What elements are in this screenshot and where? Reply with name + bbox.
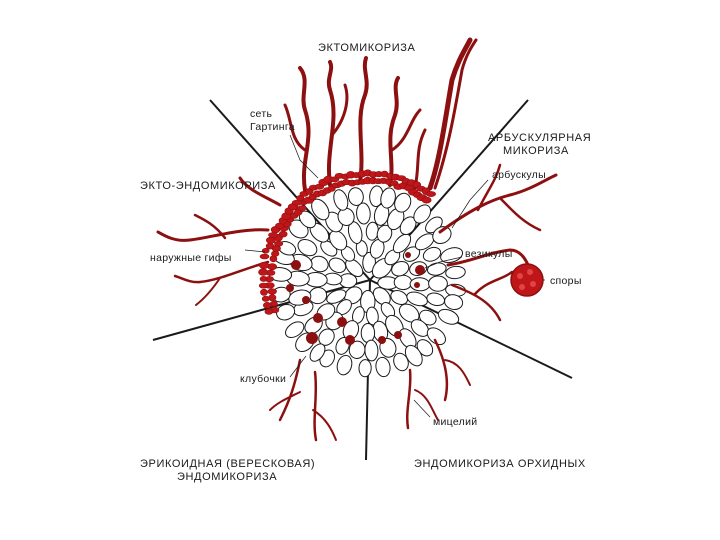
label-vesicles: везикулы	[465, 248, 513, 260]
intracellular-coil	[291, 260, 301, 270]
caption-arbuscular-1: АРБУСКУЛЯРНАЯ	[488, 132, 591, 144]
root-cell	[394, 275, 412, 290]
mantle-cell	[268, 289, 277, 295]
intracellular-coil	[415, 265, 425, 275]
root-cell	[428, 276, 447, 292]
intracellular-coil	[286, 284, 294, 292]
mantle-cell	[426, 191, 436, 196]
caption-ecto: ЭКТОМИКОРИЗА	[318, 42, 415, 54]
mantle-cell	[260, 254, 269, 259]
mantle-cell	[259, 269, 268, 276]
label-arbuscules: арбускулы	[492, 169, 546, 181]
mantle-cell	[422, 197, 431, 203]
mantle-cell	[266, 237, 275, 243]
caption-ericoid-2: ЭНДОМИКОРИЗА	[177, 471, 277, 483]
root-cell	[356, 203, 371, 225]
root-cell	[374, 356, 391, 377]
intracellular-coil	[405, 252, 411, 258]
intracellular-coil	[378, 336, 386, 344]
mantle-cell	[274, 241, 282, 246]
spores-cluster	[511, 264, 543, 296]
intracellular-coil	[302, 296, 310, 304]
label-hartig-2: Гартинга	[250, 121, 295, 133]
label-hartig-1: сеть	[250, 108, 272, 120]
mantle-cell	[259, 283, 268, 288]
intracellular-coil	[414, 282, 420, 288]
mantle-cell	[269, 295, 276, 301]
mantle-cell	[298, 206, 307, 211]
intracellular-coil	[345, 335, 355, 345]
root-cell	[445, 265, 466, 279]
caption-ericoid-1: ЭРИКОИДНАЯ (ВЕРЕСКОВАЯ)	[140, 458, 315, 470]
label-spores: споры	[550, 275, 582, 287]
mantle-cell	[260, 276, 267, 281]
root-cell	[359, 359, 372, 377]
mantle-cell	[292, 200, 302, 205]
root-cell	[425, 291, 445, 307]
label-mycelium: мицелий	[433, 416, 477, 428]
intracellular-coil	[337, 317, 347, 327]
mantle-cell	[260, 289, 267, 295]
mantle-cell	[262, 296, 269, 301]
label-external-hyphae: наружные гифы	[150, 252, 232, 264]
mantle-cell	[266, 243, 274, 249]
caption-ecto-endo: ЭКТО-ЭНДОМИКОРИЗА	[140, 180, 276, 192]
root-cell	[364, 340, 378, 361]
root-cell	[426, 261, 447, 276]
label-coils: клубочки	[240, 373, 286, 385]
mantle-cell	[265, 309, 273, 315]
mantle-cell	[263, 302, 271, 308]
caption-arbuscular-2: МИКОРИЗА	[503, 145, 569, 157]
intracellular-coil	[394, 331, 402, 339]
mantle-cell	[279, 231, 287, 237]
intracellular-coil	[313, 313, 323, 323]
mantle-cell	[259, 262, 269, 268]
intracellular-coil	[306, 332, 318, 344]
caption-orchid: ЭНДОМИКОРИЗА ОРХИДНЫХ	[414, 458, 586, 470]
root-cell	[335, 354, 354, 377]
root-cell	[361, 323, 374, 342]
